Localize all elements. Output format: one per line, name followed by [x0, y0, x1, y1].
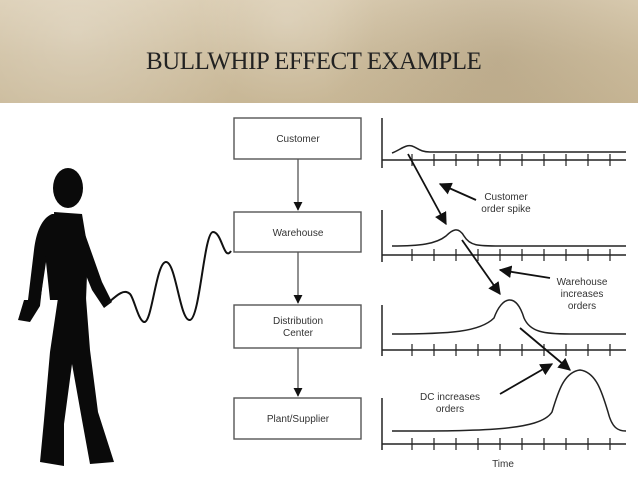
propagation-arrows [407, 153, 571, 371]
annotation-customer-spike-line2: order spike [481, 204, 531, 215]
demand-curve-customer [391, 144, 626, 154]
stage-box-distribution-center: Distribution Center [233, 304, 362, 349]
demand-curve-plant-supplier [391, 369, 627, 432]
stage-label-plant-supplier: Plant/Supplier [267, 414, 330, 425]
annotation-customer-spike: Customer order spike [481, 192, 531, 215]
stage-label-customer: Customer [276, 134, 320, 145]
stage-box-customer: Customer [233, 117, 362, 160]
demand-panel-warehouse [381, 210, 626, 262]
slide-title: BULLWHIP EFFECT EXAMPLE [146, 48, 482, 75]
annotation-customer-spike-line1: Customer [484, 192, 528, 203]
demand-panel-distribution-center [381, 299, 626, 356]
bullwhip-diagram: Customer Warehouse Distribution Center P… [18, 117, 627, 470]
demand-curve-warehouse [391, 229, 626, 247]
whip-rope [107, 230, 232, 324]
demand-curve-distribution-center [391, 299, 626, 335]
demand-panel-customer [381, 118, 626, 168]
annotation-warehouse: Warehouse increases orders [557, 277, 608, 312]
stage-box-warehouse: Warehouse [233, 211, 362, 253]
annotation-warehouse-line1: Warehouse [557, 277, 608, 288]
demand-panel-plant-supplier [381, 369, 627, 450]
title-banner: BULLWHIP EFFECT EXAMPLE [0, 0, 638, 103]
annotation-dc-line1: DC increases [420, 392, 480, 403]
annotation-pointers [438, 182, 554, 395]
annotation-warehouse-line2: increases [561, 289, 604, 300]
annotation-warehouse-line3: orders [568, 301, 596, 312]
time-axis-label: Time [492, 459, 514, 470]
person-icon [18, 168, 114, 466]
stage-box-plant-supplier: Plant/Supplier [233, 397, 362, 440]
annotation-dc: DC increases orders [420, 392, 480, 415]
stage-label-warehouse: Warehouse [273, 228, 324, 239]
stage-label-distribution: Distribution [273, 316, 323, 327]
annotation-dc-line2: orders [436, 404, 464, 415]
stage-label-center: Center [283, 328, 314, 339]
